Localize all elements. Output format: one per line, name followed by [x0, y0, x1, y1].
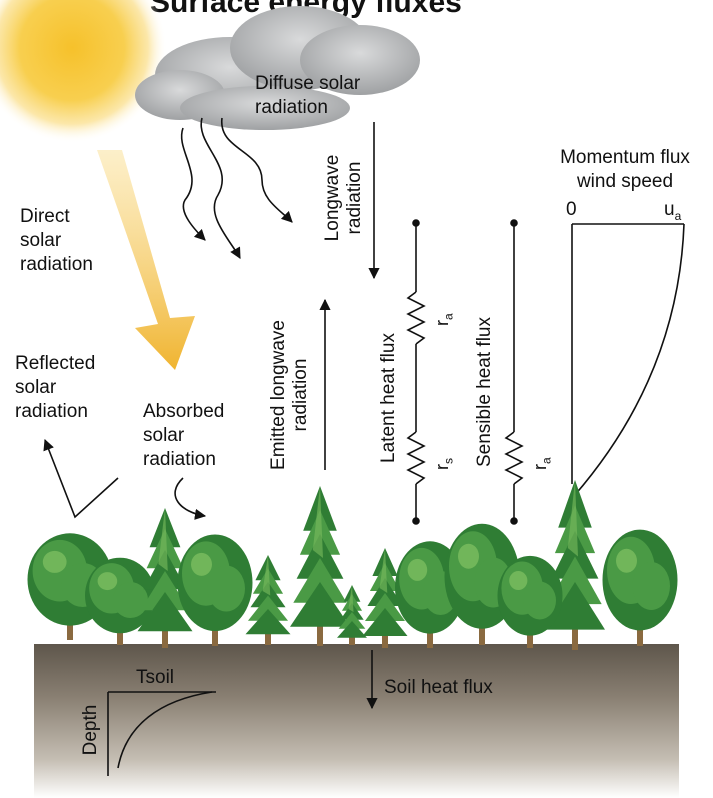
forest-canopy: [27, 480, 678, 650]
tree-icon: [362, 548, 408, 648]
diffuse-radiation-arrows: [180, 117, 293, 259]
tree-icon: [337, 585, 367, 645]
direct-label: Direct solar radiation: [20, 206, 93, 275]
latent-ra-symbol: ra: [432, 313, 456, 326]
tree-icon: [177, 534, 253, 646]
absorbed-label: Absorbed solar radiation: [143, 401, 225, 470]
diffuse-label: Diffuse solar radiation: [255, 73, 361, 118]
soil-ground: [34, 644, 679, 798]
latent-label: Latent heat flux: [378, 333, 399, 463]
sun-icon: [0, 0, 167, 143]
wind-profile: [571, 223, 685, 497]
reflected-arrow: [43, 438, 119, 519]
sensible-label: Sensible heat flux: [474, 317, 495, 467]
latent-rs-symbol: rs: [432, 458, 456, 470]
soil-heat-label: Soil heat flux: [384, 677, 493, 698]
tree-icon: [290, 486, 350, 646]
emitted-label: Emitted longwave radiation: [268, 320, 311, 470]
sensible-ra-symbol: ra: [530, 457, 554, 470]
tree-icon: [85, 557, 155, 645]
tsoil-profile: [107, 691, 216, 776]
absorbed-arrow: [174, 477, 207, 520]
latent-resistor-icon: [406, 219, 426, 525]
momentum-label: Momentum flux wind speed: [560, 147, 690, 192]
wind-zero-label: 0: [566, 199, 577, 220]
tsoil-label: Tsoil: [136, 667, 175, 688]
sensible-resistor-icon: [504, 219, 524, 525]
wind-ua-label: ua: [664, 199, 682, 223]
longwave-label: Longwave radiation: [322, 154, 365, 242]
tree-icon: [545, 480, 605, 650]
direct-beam-arrow: [97, 150, 195, 370]
depth-label: Depth: [80, 704, 101, 756]
reflected-label: Reflected solar radiation: [15, 353, 96, 422]
tree-icon: [602, 529, 678, 646]
tree-icon: [497, 555, 563, 648]
tree-icon: [245, 555, 291, 645]
tree-icon: [137, 508, 193, 648]
